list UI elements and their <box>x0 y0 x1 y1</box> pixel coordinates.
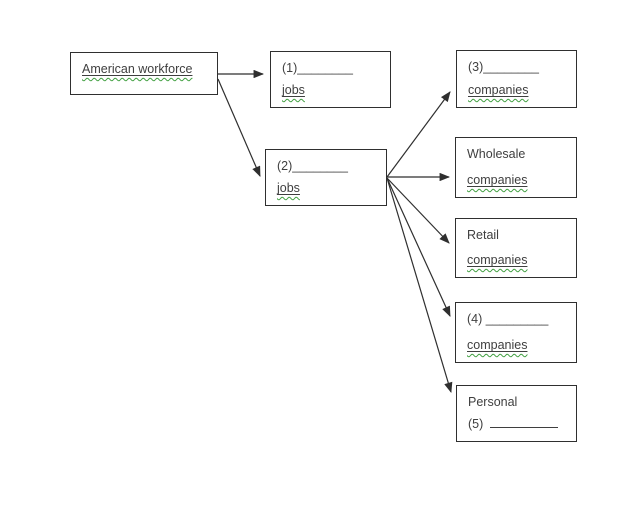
personal-blank-prefix: (5) <box>468 417 484 431</box>
arrow-jobs2-to-retail <box>386 177 450 244</box>
box-jobs-2: (2)________ jobs <box>265 149 387 206</box>
retail-title: Retail <box>467 228 499 242</box>
box-companies-3: (3)________ companies <box>456 50 577 108</box>
arrow-jobs2-to-companies4 <box>386 177 451 317</box>
companies3-line: companies <box>468 82 565 98</box>
arrow-jobs2-to-companies3 <box>386 91 451 178</box>
box-wholesale-companies: Wholesale companies <box>455 137 577 198</box>
jobs2-line: jobs <box>277 180 375 196</box>
wholesale-title: Wholesale <box>467 147 526 161</box>
answer-line <box>490 416 559 428</box>
companies4-blank: (4) _________ <box>467 312 549 326</box>
box-retail-companies: Retail companies <box>455 218 577 278</box>
jobs1-blank: (1)________ <box>282 61 353 75</box>
box-jobs-1: (1)________ jobs <box>270 51 391 108</box>
box-personal: Personal (5) <box>456 385 577 442</box>
wholesale-label: companies <box>467 173 528 187</box>
personal-line: (5) <box>468 416 565 432</box>
box-companies-4: (4) _________ companies <box>455 302 577 363</box>
jobs1-line: jobs <box>282 82 379 98</box>
box-american-workforce: American workforce <box>70 52 218 95</box>
workforce-label: American workforce <box>82 62 193 76</box>
arrow-jobs2-to-personal <box>386 177 453 394</box>
companies4-line: companies <box>467 337 565 353</box>
wholesale-line: companies <box>467 172 565 188</box>
personal-title: Personal <box>468 395 518 409</box>
companies3-label: companies <box>468 83 529 97</box>
jobs1-label: jobs <box>282 83 305 97</box>
jobs2-blank: (2)________ <box>277 159 348 173</box>
retail-label: companies <box>467 253 528 267</box>
retail-line: companies <box>467 252 565 268</box>
jobs2-label: jobs <box>277 181 300 195</box>
arrow-workforce-to-jobs2 <box>217 78 261 177</box>
companies3-blank: (3)________ <box>468 60 539 74</box>
companies4-label: companies <box>467 338 528 352</box>
workforce-line: American workforce <box>82 61 206 77</box>
